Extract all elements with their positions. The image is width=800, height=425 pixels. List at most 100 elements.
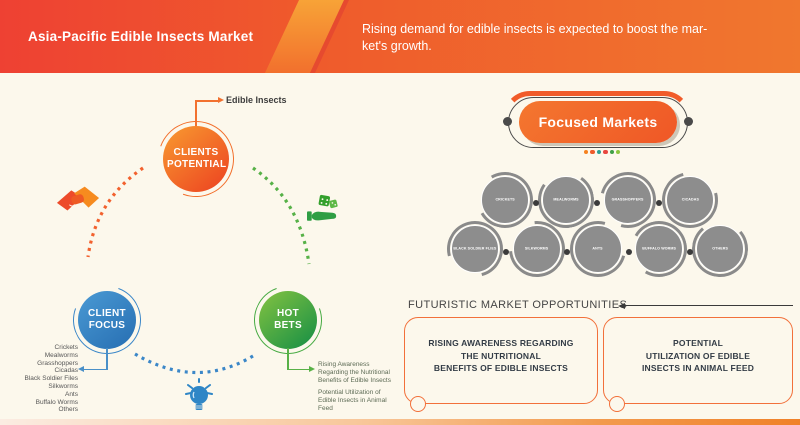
banner-subtitle-line1: Rising demand for edible insects is expe… xyxy=(362,22,708,36)
market-circle-label: MEALWORMS xyxy=(553,198,579,202)
focus-list-item: Cicadas xyxy=(54,367,78,375)
grid-dot xyxy=(626,249,632,255)
focus-list-item: Ants xyxy=(64,390,78,398)
market-circle-core: BLACK SOLDIER FLIES xyxy=(451,225,499,273)
clients-potential-ring xyxy=(145,108,247,210)
arc-green xyxy=(252,166,311,265)
opportunity-line: POTENTIAL xyxy=(673,338,723,348)
page-title: Asia-Pacific Edible Insects Market xyxy=(28,29,254,44)
banner: Asia-Pacific Edible Insects Market Risin… xyxy=(0,0,800,73)
opportunity-line: RISING AWARENESS REGARDING xyxy=(428,338,574,348)
market-circle-label: GRASSHOPPERS xyxy=(612,198,644,202)
focus-list-item: Others xyxy=(58,406,78,414)
banner-subtitle: Rising demand for edible insects is expe… xyxy=(362,21,792,55)
market-circle-core: OTHERS xyxy=(696,225,744,273)
grid-dot xyxy=(564,249,570,255)
opportunity-box-2-corner-circle xyxy=(609,396,625,412)
focused-markets-top-arc xyxy=(503,91,691,145)
market-circle-core: GRASSHOPPERS xyxy=(604,176,652,224)
focused-markets-dots xyxy=(584,150,621,155)
market-circle-crickets: CRICKETS xyxy=(470,165,540,235)
market-circle-cicadas: CICADAS xyxy=(651,161,729,239)
dot xyxy=(590,150,595,155)
focus-list-item: Mealworms xyxy=(44,351,78,359)
market-circle-label: BUFFALO WORMS xyxy=(642,247,676,251)
opportunities-heading: FUTURISTIC MARKET OPPORTUNITIES xyxy=(408,299,628,311)
market-circle-silkworms: SILKWORMS xyxy=(497,209,577,289)
dot xyxy=(609,150,614,155)
grid-dot xyxy=(687,249,693,255)
callout-arrow-icon xyxy=(218,97,224,103)
banner-diagonal-wedge xyxy=(264,0,346,73)
focused-markets-endcap-left xyxy=(503,117,512,126)
market-circle-label: ANTS xyxy=(592,247,604,251)
hotbets-line-vertical xyxy=(287,348,289,370)
client-focus-label: CLIENT FOCUS xyxy=(88,307,126,332)
focus-list: Crickets Mealworms Grasshoppers Cicadas … xyxy=(6,344,78,414)
hotbets-arrow-icon xyxy=(309,366,315,372)
market-circle-core: CRICKETS xyxy=(481,176,529,224)
market-circle-buffalo-worms: BUFFALO WORMS xyxy=(624,214,694,284)
hot-bets-label: HOT BETS xyxy=(274,307,302,332)
focus-arrow-icon xyxy=(78,366,84,372)
market-circle-ants: ANTS xyxy=(559,210,637,288)
focused-markets-title: Focused Markets xyxy=(538,114,658,130)
hot-bets-point: Rising Awareness Regarding the Nutrition… xyxy=(318,361,391,384)
hot-bets-node: HOT BETS xyxy=(242,274,334,366)
focus-line-horizontal xyxy=(84,368,107,370)
market-circle-core: ANTS xyxy=(574,225,622,273)
hot-bets-points: Rising Awareness Regarding the Nutrition… xyxy=(318,361,394,413)
focus-list-item: Black Soldier Files xyxy=(24,375,78,383)
market-circle-label: CICADAS xyxy=(681,198,699,202)
dot xyxy=(596,150,602,155)
edible-insects-label: Edible Insects xyxy=(226,95,287,105)
focus-list-item: Buffalo Worms xyxy=(35,398,78,406)
market-circle-core: BUFFALO WORMS xyxy=(635,225,683,273)
heading-arrow-icon xyxy=(618,302,625,309)
opportunity-line: THE NUTRITIONAL xyxy=(461,350,541,361)
dot xyxy=(615,150,621,155)
heading-arrow-line xyxy=(625,305,793,307)
opportunity-box-1: RISING AWARENESS REGARDING THE NUTRITION… xyxy=(404,317,598,404)
opportunity-box-2: POTENTIAL UTILIZATION OF EDIBLE INSECTS … xyxy=(603,317,793,404)
dot xyxy=(603,150,608,155)
market-circle-label: BLACK SOLDIER FLIES xyxy=(453,247,497,251)
opportunity-box-1-corner-circle xyxy=(410,396,426,412)
opportunity-line: UTILIZATION OF EDIBLE xyxy=(645,350,751,361)
market-circle-black-soldier-flies: BLACK SOLDIER FLIES xyxy=(436,210,514,288)
hotbets-line-horizontal xyxy=(288,368,309,370)
opportunity-line: BENEFITS OF EDIBLE INSECTS xyxy=(433,363,569,373)
market-circle-mealworms: MEALWORMS xyxy=(533,167,599,233)
focused-markets-button[interactable]: Focused Markets xyxy=(519,101,677,143)
market-circle-core: SILKWORMS xyxy=(513,225,561,273)
market-circle-core: MEALWORMS xyxy=(542,176,590,224)
clients-potential-node: CLIENTS POTENTIAL xyxy=(145,108,247,210)
hot-bets-point: Potential Utilization of Edible Insects … xyxy=(318,389,387,412)
focus-line-vertical xyxy=(106,348,108,370)
handshake-icon xyxy=(56,186,100,211)
client-focus-node: CLIENT FOCUS xyxy=(61,274,153,366)
market-circle-core: CICADAS xyxy=(666,176,714,224)
grid-dot xyxy=(533,200,539,206)
grid-dot xyxy=(656,200,662,206)
focus-list-item: Silkworms xyxy=(48,382,78,390)
focus-list-item: Grasshoppers xyxy=(37,359,78,367)
clients-potential-label: CLIENTS POTENTIAL xyxy=(167,146,227,171)
callout-line-horizontal xyxy=(195,100,218,102)
market-circle-label: SILKWORMS xyxy=(525,247,549,251)
opportunity-box-2-text: POTENTIAL UTILIZATION OF EDIBLE INSECTS … xyxy=(604,337,792,375)
callout-line-vertical xyxy=(195,100,197,127)
opportunity-box-1-text: RISING AWARENESS REGARDING THE NUTRITION… xyxy=(405,337,597,375)
bottom-accent-strip xyxy=(0,419,800,425)
lightbulb-icon xyxy=(185,378,213,410)
banner-subtitle-line2: ket's growth. xyxy=(362,39,432,53)
market-circle-others: OTHERS xyxy=(689,218,751,280)
market-circle-label: OTHERS xyxy=(712,247,728,251)
market-circle-label: CRICKETS xyxy=(495,198,515,202)
dot xyxy=(584,150,589,155)
opportunity-line: INSECTS IN ANIMAL FEED xyxy=(641,363,755,373)
hand-dice-icon xyxy=(307,194,338,221)
grid-dot xyxy=(503,249,509,255)
focus-list-item: Crickets xyxy=(54,344,78,351)
